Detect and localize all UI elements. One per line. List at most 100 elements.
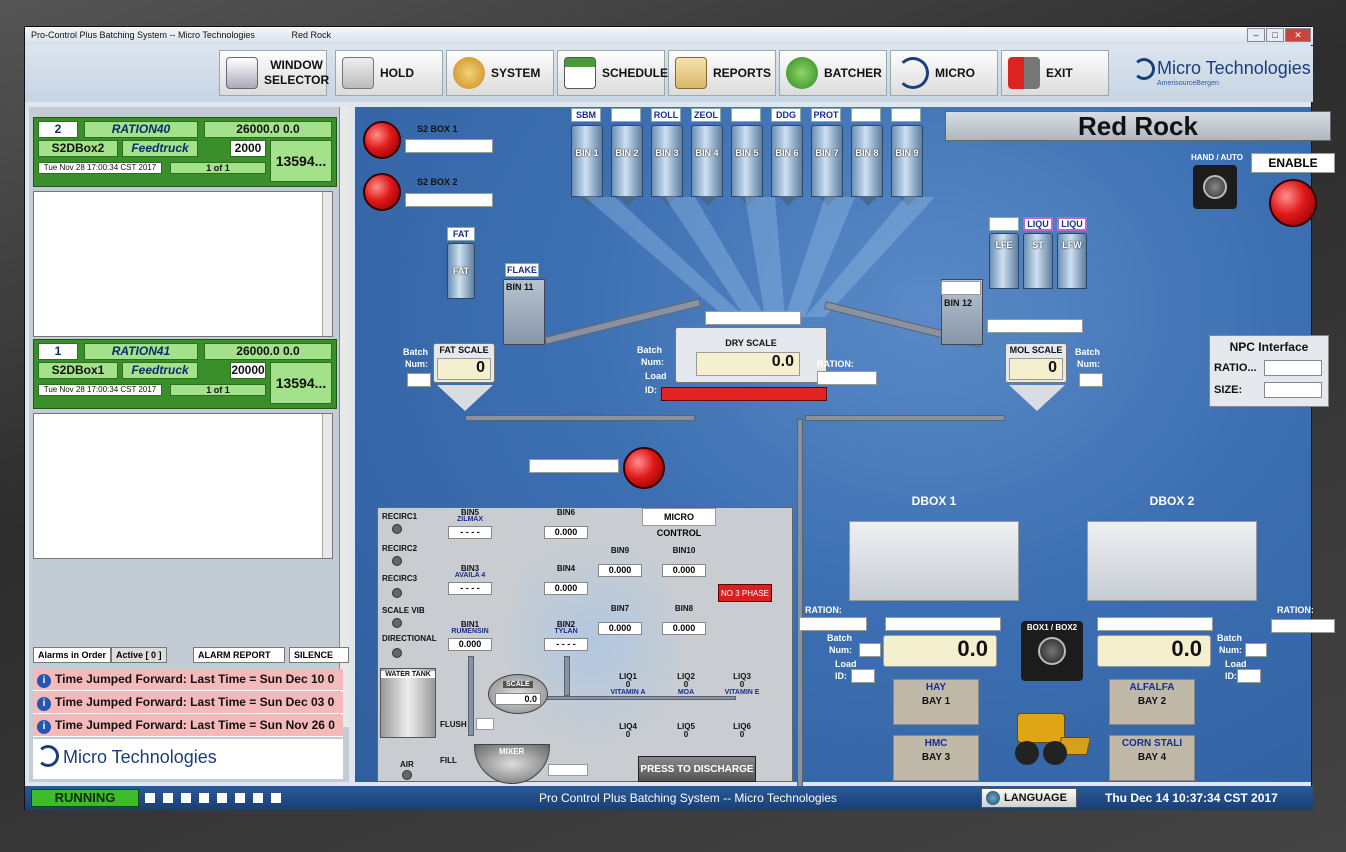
schedule-button[interactable]: SCHEDULE	[557, 50, 669, 96]
scale-vib-indicator[interactable]	[392, 618, 402, 628]
micro-scale[interactable]: SCALE 0.0	[488, 674, 548, 714]
reports-button[interactable]: REPORTS	[668, 50, 776, 96]
micro-control-button[interactable]: MICRO CONTROL	[642, 508, 716, 538]
npc-ration-label: RATIO...	[1214, 362, 1257, 374]
fat-batch-label: Batch	[403, 347, 429, 357]
micro-bin-id: BIN9	[610, 546, 630, 555]
alarm-report-button[interactable]: ALARM REPORT	[193, 647, 285, 663]
npc-size-label: SIZE:	[1214, 384, 1243, 396]
job-detail-list[interactable]	[33, 191, 333, 337]
gear-icon	[453, 57, 485, 89]
mol-scale[interactable]: MOL SCALE 0	[1005, 343, 1067, 383]
liq-value: 0	[625, 680, 631, 689]
job-detail-list[interactable]	[33, 413, 333, 559]
panel-scrollbar[interactable]	[339, 107, 349, 727]
dry-scale-reading: 0.0	[696, 352, 800, 376]
system-button[interactable]: SYSTEM	[446, 50, 554, 96]
dbox1[interactable]: DBOX 1	[849, 494, 1019, 601]
recirc1-indicator[interactable]	[392, 524, 402, 534]
dry-ration-label: RATION:	[817, 359, 854, 369]
air-indicator[interactable]	[402, 770, 412, 780]
exit-button[interactable]: EXIT	[1001, 50, 1109, 96]
silence-button[interactable]: SILENCE	[289, 647, 349, 663]
npc-size-field[interactable]	[1264, 382, 1322, 398]
minimize-button[interactable]: –	[1247, 28, 1265, 42]
job-card[interactable]: 2 RATION40 26000.0 0.0 S2DBox2 Feedtruck…	[33, 117, 337, 187]
liquid-tank[interactable]: ST	[1023, 233, 1053, 289]
recirc3-indicator[interactable]	[392, 588, 402, 598]
hold-button[interactable]: HOLD	[335, 50, 443, 96]
dbox1-num-label: Num:	[829, 645, 852, 655]
liq-id: LIQ2	[677, 672, 695, 681]
bin[interactable]: BIN 5	[731, 125, 763, 206]
bay-name: HAY	[925, 682, 947, 693]
directional-indicator[interactable]	[392, 648, 402, 658]
job-card[interactable]: 1 RATION41 26000.0 0.0 S2DBox1 Feedtruck…	[33, 339, 337, 409]
s2box2-button[interactable]	[363, 173, 401, 211]
bin11[interactable]: BIN 11	[503, 279, 545, 345]
micro-bin-value: 0.000	[662, 564, 706, 577]
loader-wheel	[1015, 741, 1039, 765]
job-number: 1	[38, 343, 78, 360]
pipe	[564, 656, 570, 696]
micro-bin-name: AVAILA 4	[454, 572, 486, 579]
maximize-button[interactable]: □	[1266, 28, 1284, 42]
bin[interactable]: BIN 4	[691, 125, 723, 206]
press-to-discharge-button[interactable]: PRESS TO DISCHARGE	[638, 756, 756, 782]
schedule-label: SCHEDULE	[602, 66, 669, 80]
micro-button[interactable]: MICRO	[890, 50, 998, 96]
close-button[interactable]: ✕	[1285, 28, 1311, 42]
bin-label: BIN 7	[815, 148, 839, 158]
enable-button[interactable]	[1269, 179, 1317, 227]
dbox2[interactable]: DBOX 2	[1087, 494, 1257, 601]
bin-tag: ROLL	[651, 108, 681, 122]
water-tank[interactable]: WATER TANK	[380, 668, 436, 738]
bin[interactable]: BIN 7	[811, 125, 843, 206]
dry-ration-field	[817, 371, 877, 385]
micro-bin-value: 0.000	[662, 622, 706, 635]
dry-scale[interactable]: DRY SCALE 0.0	[675, 327, 827, 383]
scrollbar[interactable]	[322, 414, 332, 558]
bin[interactable]: BIN 6	[771, 125, 803, 206]
tab-alarms-in-order[interactable]: Alarms in Order	[33, 647, 112, 663]
recirc2-indicator[interactable]	[392, 556, 402, 566]
bin[interactable]: BIN 8	[851, 125, 883, 206]
loader-image	[1011, 697, 1091, 767]
bin[interactable]: BIN 9	[891, 125, 923, 206]
liq-value: 0	[683, 730, 689, 739]
bin[interactable]: BIN 2	[611, 125, 643, 206]
status-center-text: Pro Control Plus Batching System -- Micr…	[539, 791, 837, 805]
mixer[interactable]: MIXER	[474, 744, 550, 784]
liq-id: LIQ4	[619, 722, 637, 731]
language-button[interactable]: LANGUAGE	[981, 788, 1077, 808]
s2box1-button[interactable]	[363, 121, 401, 159]
box-selector-switch[interactable]: BOX1 / BOX2	[1021, 621, 1083, 681]
alarm-tabs: Alarms in Order Active [ 0 ] ALARM REPOR…	[33, 647, 349, 665]
switch-label: RECIRC3	[382, 574, 418, 583]
discharge-button[interactable]	[623, 447, 665, 489]
fat-scale-title: FAT SCALE	[439, 345, 489, 355]
npc-ration-field[interactable]	[1264, 360, 1322, 376]
pipe	[465, 415, 695, 421]
tab-active-alarms[interactable]: Active [ 0 ]	[111, 647, 167, 663]
fat-bin[interactable]: FAT	[447, 243, 475, 299]
bin[interactable]: BIN 1	[571, 125, 603, 206]
status-datetime: Thu Dec 14 10:37:34 CST 2017	[1105, 791, 1278, 805]
fat-scale[interactable]: FAT SCALE 0	[433, 343, 495, 383]
hand-auto-switch[interactable]	[1193, 165, 1237, 209]
scrollbar[interactable]	[322, 192, 332, 336]
running-status: RUNNING	[31, 789, 139, 807]
batcher-button[interactable]: BATCHER	[779, 50, 887, 96]
liquid-tank[interactable]: LFW	[1057, 233, 1087, 289]
bin-tag: SBM	[571, 108, 601, 122]
liquid-tank[interactable]: LFE	[989, 233, 1019, 289]
bin[interactable]: BIN 3	[651, 125, 683, 206]
